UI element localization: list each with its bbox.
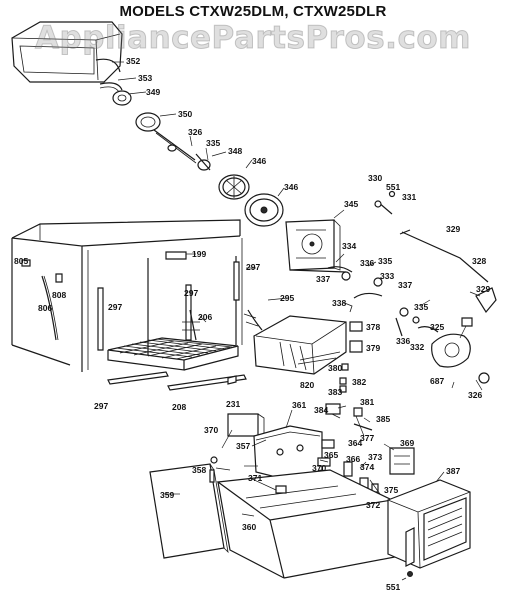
part-label: 374: [360, 462, 374, 472]
part-label: 337: [316, 274, 330, 284]
part-label: 346: [252, 156, 266, 166]
part-label: 346: [284, 182, 298, 192]
part-label: 380: [328, 363, 342, 373]
part-label: 326: [188, 127, 202, 137]
part-label: 326: [468, 390, 482, 400]
part-label: 331: [402, 192, 416, 202]
part-label: 349: [146, 87, 160, 97]
motor-assembly: [375, 192, 496, 384]
small-parts: [326, 364, 372, 430]
part-label: 336: [360, 258, 374, 268]
part-label: 365: [324, 450, 338, 460]
part-label: 336: [396, 336, 410, 346]
part-label: 383: [328, 387, 342, 397]
part-label: 335: [206, 138, 220, 148]
part-label: 375: [384, 485, 398, 495]
part-label: 345: [344, 199, 358, 209]
part-label: 295: [280, 293, 294, 303]
ice-bucket: [12, 22, 122, 82]
part-label: 384: [314, 405, 328, 415]
part-label: 335: [378, 256, 392, 266]
part-label: 297: [246, 262, 260, 272]
part-label: 338: [332, 298, 346, 308]
part-label: 352: [126, 56, 140, 66]
part-label: 231: [226, 399, 240, 409]
part-label: 364: [348, 438, 362, 448]
part-label: 297: [184, 288, 198, 298]
part-label: 329: [476, 284, 490, 294]
part-label: 330: [368, 173, 382, 183]
part-label: 360: [242, 522, 256, 532]
part-label: 373: [368, 452, 382, 462]
part-label: 820: [300, 380, 314, 390]
part-label: 333: [380, 271, 394, 281]
control-module: [228, 414, 334, 480]
part-label: 381: [360, 397, 374, 407]
front-cover: [150, 457, 228, 558]
part-label: 208: [172, 402, 186, 412]
linkage-parts: [328, 267, 438, 352]
part-label: 370: [204, 425, 218, 435]
part-label: 353: [138, 73, 152, 83]
part-label: 687: [430, 376, 444, 386]
part-label: 325: [430, 322, 444, 332]
part-label: 361: [292, 400, 306, 410]
part-label: 334: [342, 241, 356, 251]
part-label: 387: [446, 466, 460, 476]
crusher-blades: [219, 175, 283, 226]
part-label: 385: [376, 414, 390, 424]
left-side-parts: [22, 260, 62, 340]
part-label: 350: [178, 109, 192, 119]
trim-strips: [108, 372, 246, 390]
part-label: 348: [228, 146, 242, 156]
part-label: 372: [366, 500, 380, 510]
part-label: 379: [366, 343, 380, 353]
part-label: 206: [198, 312, 212, 322]
part-label: 329: [446, 224, 460, 234]
part-label: 806: [38, 303, 52, 313]
part-label: 382: [352, 377, 366, 387]
part-label: 328: [472, 256, 486, 266]
part-label: 297: [108, 302, 122, 312]
auger-assembly: [100, 83, 210, 170]
part-label: 370: [312, 463, 326, 473]
dispenser-housing: [388, 480, 470, 577]
wire-shelf: [108, 310, 238, 370]
part-label: 297: [94, 401, 108, 411]
part-label: 357: [236, 441, 250, 451]
diagram-title: MODELS CTXW25DLM, CTXW25DLR: [119, 3, 387, 20]
part-label: 359: [160, 490, 174, 500]
mounting-plate: [286, 220, 346, 272]
part-label: 378: [366, 322, 380, 332]
part-label: 199: [192, 249, 206, 259]
part-label: 808: [52, 290, 66, 300]
part-label: 551: [386, 182, 400, 192]
part-label: 366: [346, 454, 360, 464]
part-label: 369: [400, 438, 414, 448]
part-label: 335: [414, 302, 428, 312]
part-label: 371: [248, 473, 262, 483]
part-label: 358: [192, 465, 206, 475]
part-label: 551: [386, 582, 400, 592]
part-label: 377: [360, 433, 374, 443]
part-label: 337: [398, 280, 412, 290]
part-label: 805: [14, 256, 28, 266]
part-labels: 352 353 349 350 326 335 348 346 346 345 …: [14, 56, 490, 592]
leader-lines: [112, 62, 482, 580]
part-label: 332: [410, 342, 424, 352]
ice-maker: [244, 310, 346, 374]
